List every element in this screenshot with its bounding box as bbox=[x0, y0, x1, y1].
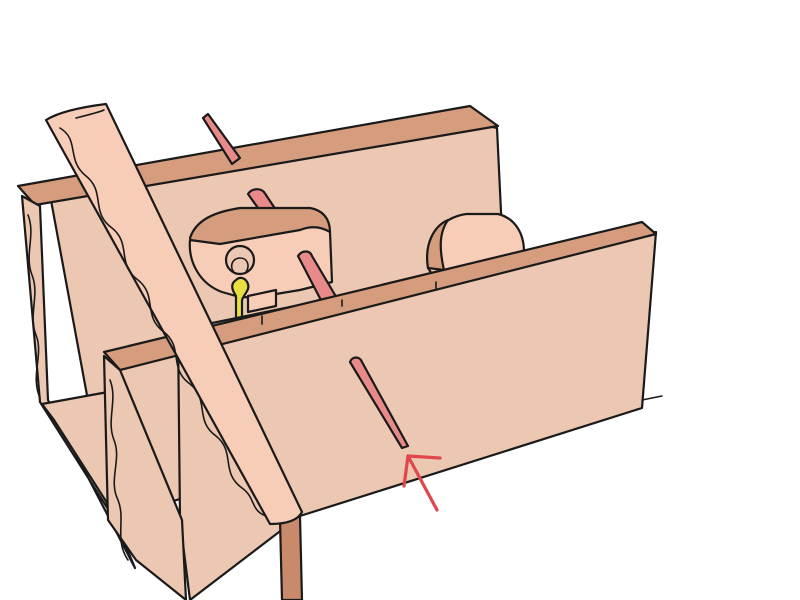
front-wall-tab bbox=[641, 395, 663, 401]
front-stick bbox=[348, 356, 410, 450]
brace-inner-line bbox=[75, 109, 105, 119]
hook-base-plate bbox=[246, 288, 278, 314]
hook-icon bbox=[231, 276, 250, 320]
toggle-left-face bbox=[188, 226, 334, 300]
brace-wavy-line bbox=[59, 127, 267, 517]
diagonal-brace bbox=[44, 102, 304, 526]
front-wall-left-face bbox=[102, 354, 188, 600]
toggle-block-left bbox=[188, 206, 340, 320]
back-stick bbox=[201, 112, 242, 166]
arrow-shaft bbox=[406, 454, 439, 512]
front-wall-bottom-edge bbox=[278, 514, 304, 600]
left-panel-face bbox=[20, 194, 137, 570]
brace-face bbox=[44, 102, 304, 526]
left-panel-wavy-edge bbox=[27, 214, 41, 399]
diagonal-rod bbox=[296, 250, 340, 308]
toggle-right-side bbox=[426, 218, 450, 272]
toggle-hole bbox=[224, 244, 256, 276]
front-wall-ticks bbox=[261, 281, 437, 325]
front-wall-left-wavy bbox=[109, 379, 129, 561]
left-side-panel bbox=[20, 194, 137, 570]
hook-loop bbox=[230, 257, 249, 275]
arrow-icon bbox=[402, 454, 442, 512]
arrow-head bbox=[402, 454, 442, 488]
